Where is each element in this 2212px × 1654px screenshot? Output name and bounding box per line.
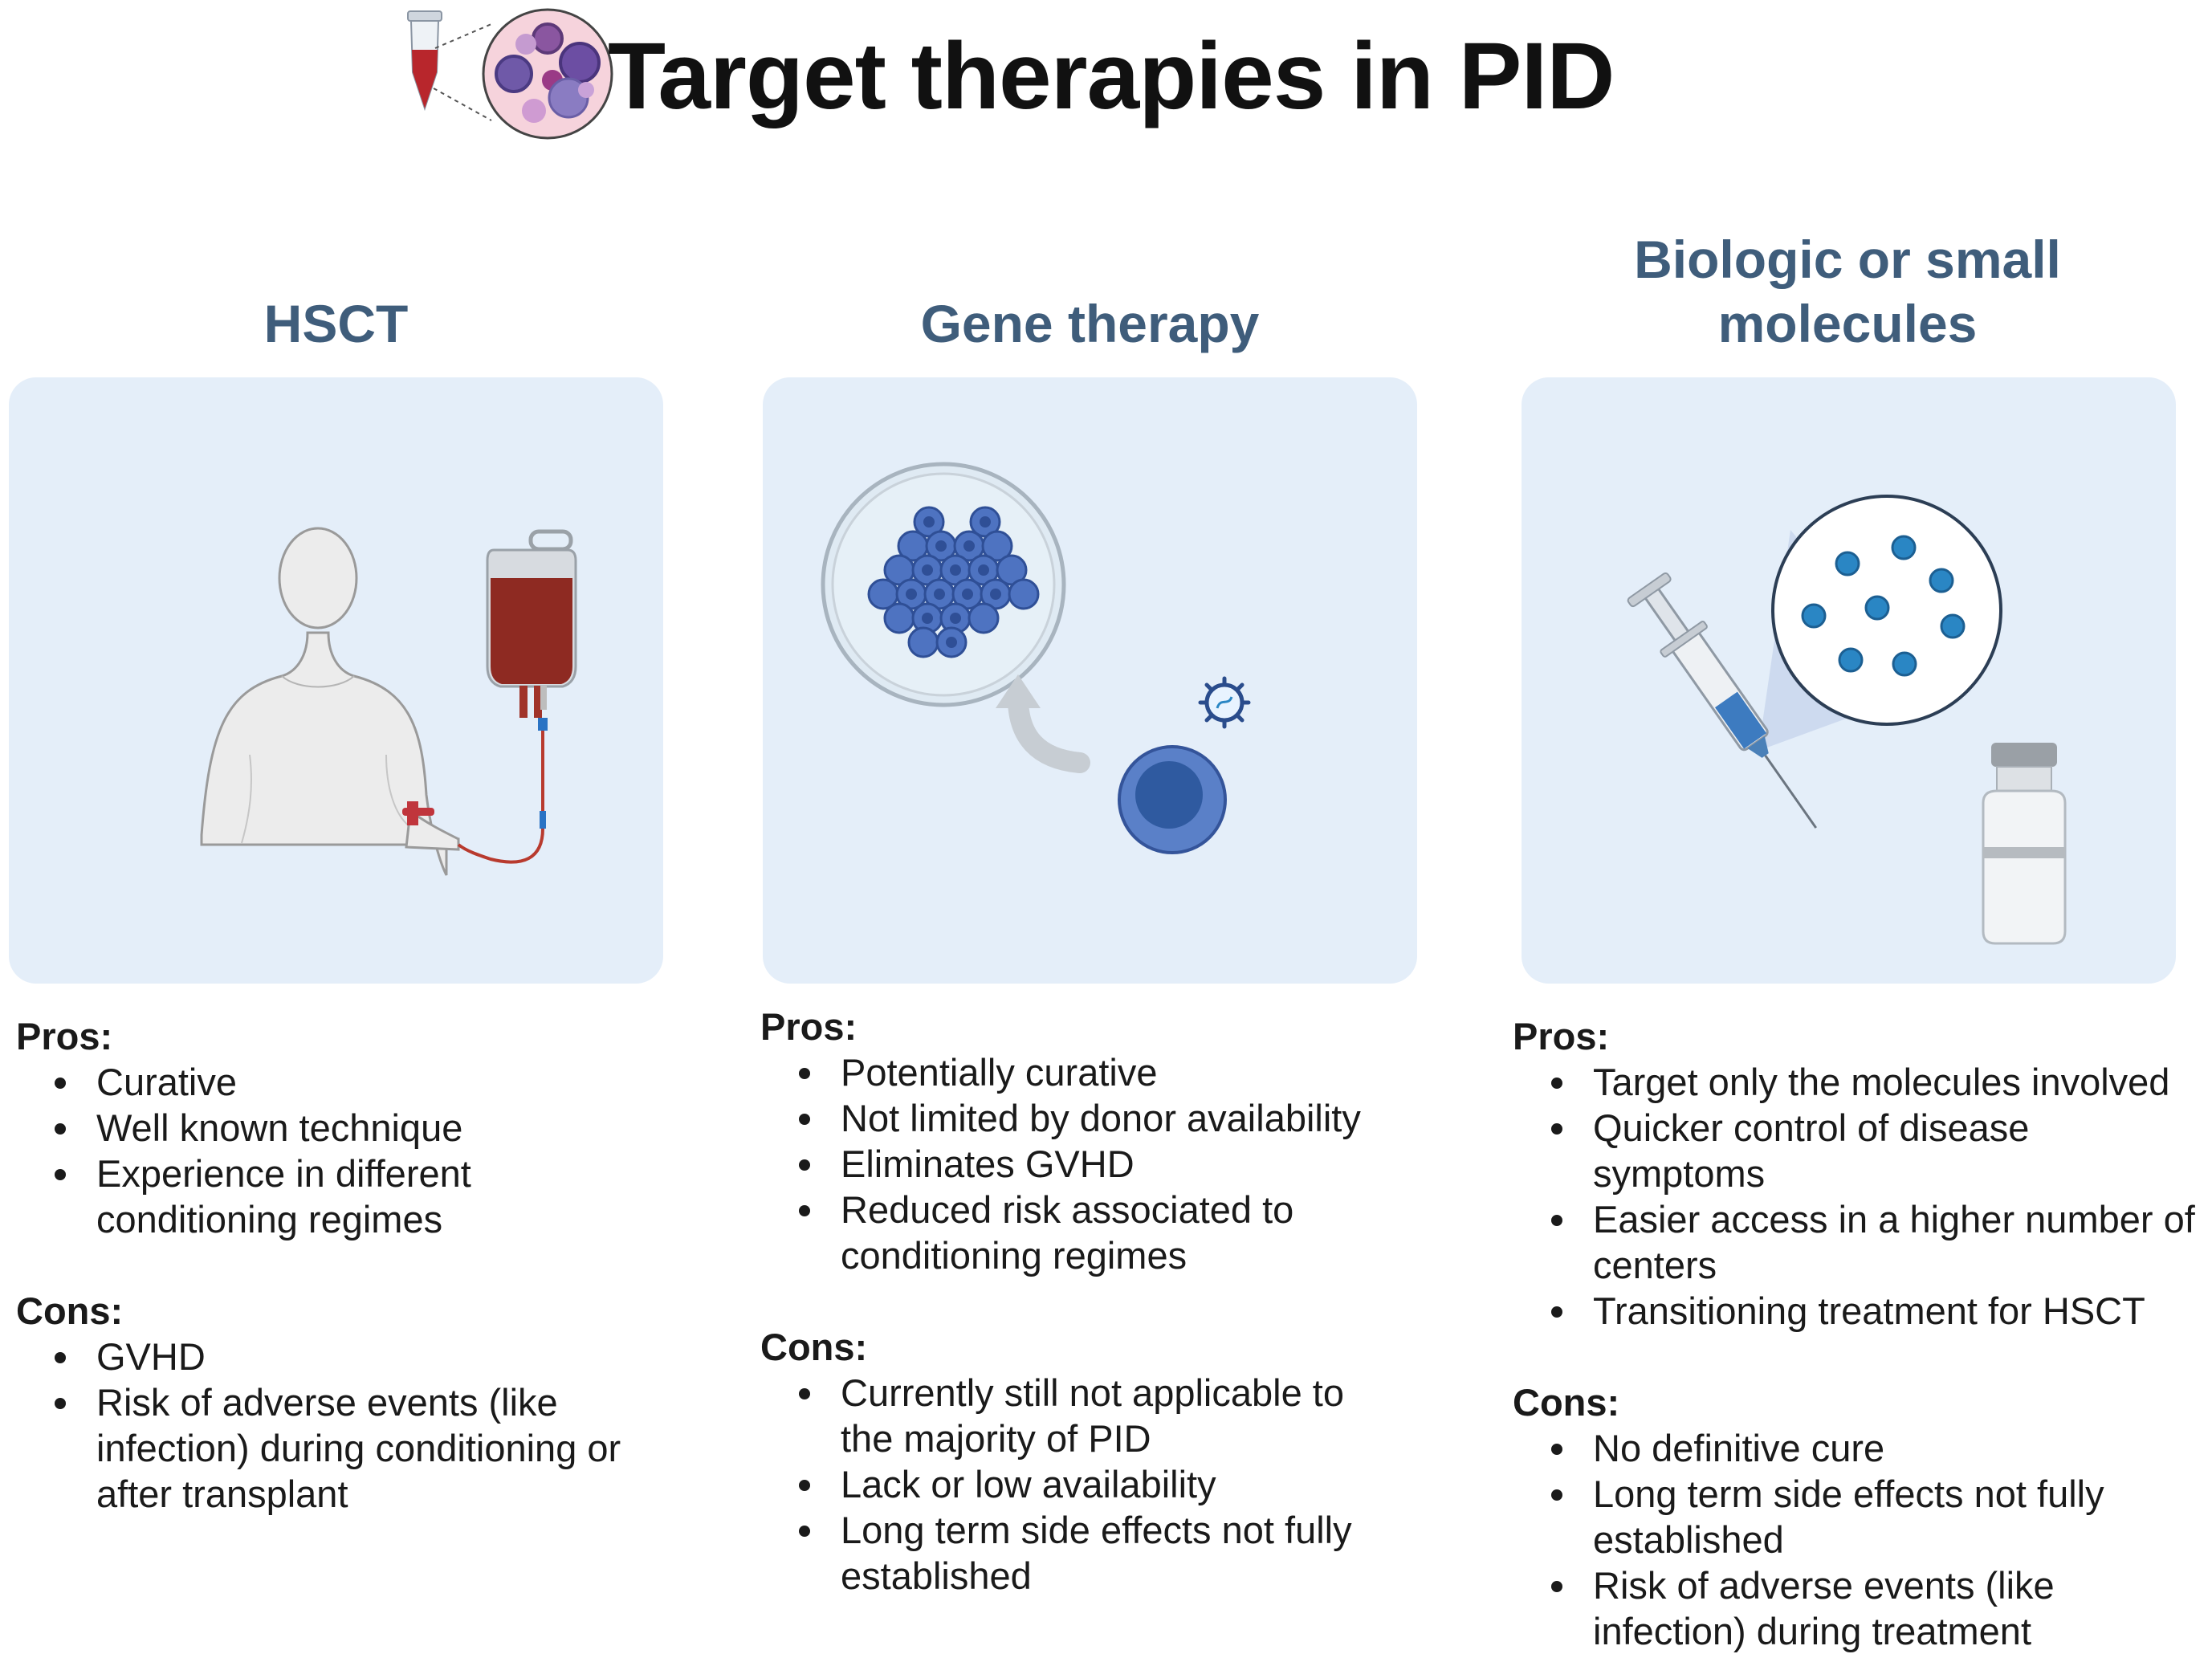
list-item: Currently still not applicable to the ma…	[799, 1370, 1403, 1461]
pros-list: Curative Well known technique Experience…	[16, 1059, 739, 1242]
heading-gene-therapy: Gene therapy	[920, 294, 1260, 353]
pros-list: Target only the molecules involved Quick…	[1513, 1059, 2203, 1334]
list-item: Target only the molecules involved	[1551, 1059, 2203, 1105]
patient-blood-bag-icon	[200, 527, 577, 876]
list-item: Transitioning treatment for HSCT	[1551, 1288, 2203, 1334]
list-item: GVHD	[55, 1334, 739, 1379]
list-item: Potentially curative	[799, 1049, 1483, 1095]
heading-hsct: HSCT	[263, 294, 409, 353]
text-biologic: Pros: Target only the molecules involved…	[1513, 1013, 2203, 1654]
list-item: Long term side effects not fully establi…	[799, 1507, 1403, 1599]
text-hsct: Pros: Curative Well known technique Expe…	[16, 1013, 739, 1517]
list-item: Quicker control of disease symptoms	[1551, 1105, 2075, 1196]
title-area: Target therapies in PID	[401, 0, 1615, 153]
pros-label: Pros:	[1513, 1015, 1610, 1057]
heading-biologic: Biologic or small molecules	[1634, 230, 2061, 353]
cons-label: Cons:	[1513, 1381, 1620, 1424]
column-gene-therapy: Gene therapy	[763, 193, 1417, 365]
list-item: Risk of adverse events (like infection) …	[55, 1379, 658, 1517]
cons-label: Cons:	[760, 1326, 868, 1368]
cons-label: Cons:	[16, 1289, 124, 1332]
petri-dish-virus-cell-icon	[821, 462, 1251, 854]
cons-list: Currently still not applicable to the ma…	[760, 1370, 1483, 1599]
list-item: Eliminates GVHD	[799, 1141, 1483, 1187]
pros-label: Pros:	[760, 1005, 858, 1048]
list-item: No definitive cure	[1551, 1425, 2203, 1471]
panel-hsct	[9, 377, 663, 984]
syringe-vial-molecules-icon	[1627, 495, 2067, 945]
pros-list: Potentially curative Not limited by dono…	[760, 1049, 1483, 1278]
list-item: Curative	[55, 1059, 739, 1105]
list-item: Reduced risk associated to conditioning …	[799, 1187, 1354, 1278]
list-item: Well known technique	[55, 1105, 739, 1151]
page-title: Target therapies in PID	[608, 23, 1615, 129]
column-biologic: Biologic or small molecules	[1514, 193, 2181, 365]
list-item: Experience in different conditioning reg…	[55, 1151, 546, 1242]
cons-list: No definitive cure Long term side effect…	[1513, 1425, 2203, 1654]
pros-label: Pros:	[16, 1015, 113, 1057]
cons-list: GVHD Risk of adverse events (like infect…	[16, 1334, 739, 1517]
text-gene-therapy: Pros: Potentially curative Not limited b…	[760, 1004, 1483, 1599]
panel-biologic	[1522, 377, 2176, 984]
list-item: Easier access in a higher number of cent…	[1551, 1196, 2203, 1288]
list-item: Lack or low availability	[799, 1461, 1483, 1507]
column-hsct: HSCT	[9, 193, 663, 365]
list-item: Risk of adverse events (like infection) …	[1551, 1562, 2107, 1654]
panel-gene-therapy	[763, 377, 1417, 984]
blood-tube-cells-icon	[407, 8, 613, 140]
list-item: Long term side effects not fully establi…	[1551, 1471, 2171, 1562]
list-item: Not limited by donor availability	[799, 1095, 1483, 1141]
